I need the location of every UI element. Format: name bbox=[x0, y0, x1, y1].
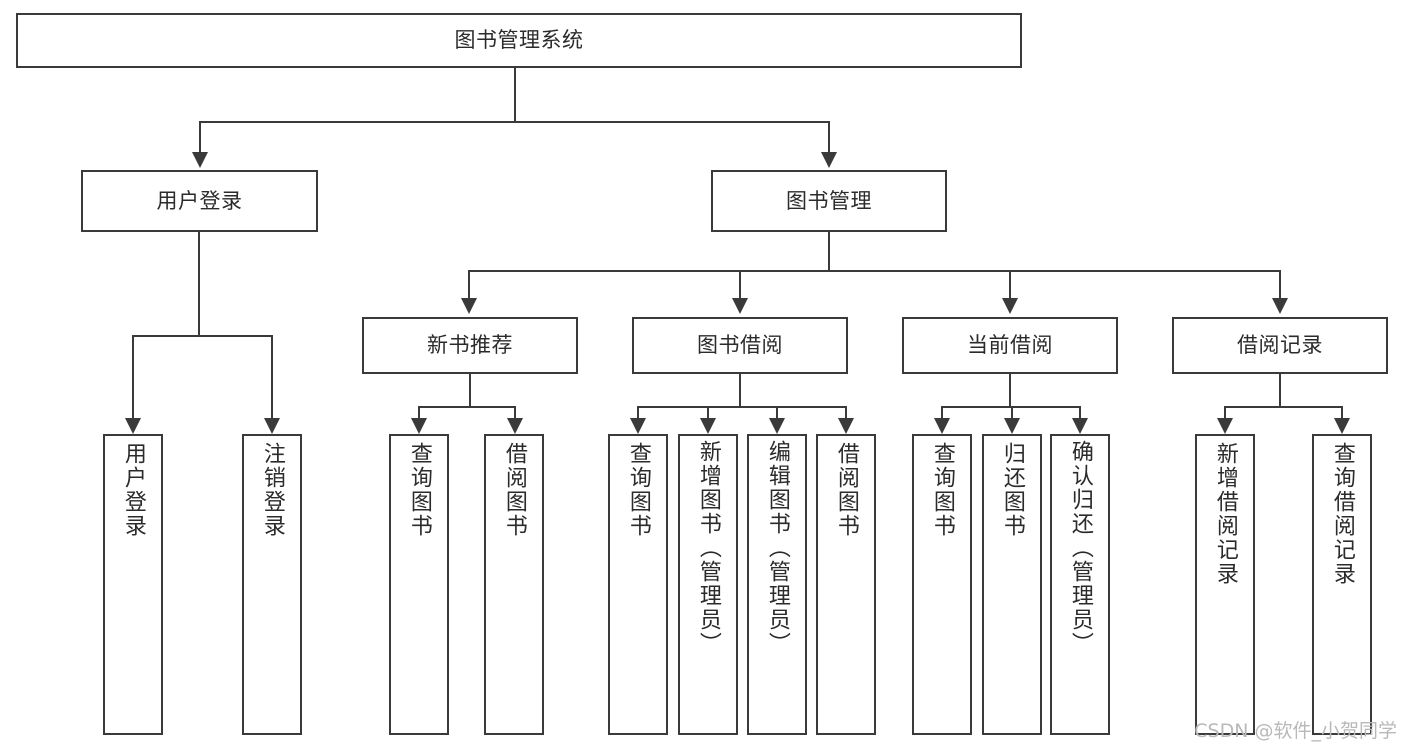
node-label: 新书推荐 bbox=[427, 333, 513, 358]
node-label: 注销登录 bbox=[259, 442, 285, 538]
arrow-bb-to-leaf-2 bbox=[700, 418, 716, 434]
connector-current-borrow-bus bbox=[941, 406, 1080, 408]
arrow-bm-to-book-borrow bbox=[732, 298, 748, 314]
leaf-borrow-record-add-record[interactable]: 新增借阅记录 bbox=[1195, 434, 1255, 735]
node-label: 编辑图书（管理员） bbox=[764, 440, 790, 656]
node-label: 确认归还（管理员） bbox=[1067, 440, 1093, 656]
connector-bm-to-borrow-record bbox=[1279, 270, 1281, 299]
connector-root-stem bbox=[514, 68, 516, 122]
connector-book-management-stem bbox=[828, 232, 830, 271]
node-root-book-management-system[interactable]: 图书管理系统 bbox=[16, 13, 1022, 68]
connector-root-to-user-login bbox=[199, 121, 201, 153]
node-label: 借阅记录 bbox=[1237, 333, 1323, 358]
connector-bb-to-leaf-3 bbox=[776, 406, 778, 419]
leaf-current-borrow-query-book[interactable]: 查询图书 bbox=[912, 434, 972, 735]
node-label: 新增图书（管理员） bbox=[695, 440, 721, 656]
node-label: 当前借阅 bbox=[967, 333, 1053, 358]
leaf-user-login-login[interactable]: 用户登录 bbox=[103, 434, 163, 735]
leaf-current-borrow-confirm-return-admin[interactable]: 确认归还（管理员） bbox=[1050, 434, 1110, 735]
leaf-borrow-record-query-record[interactable]: 查询借阅记录 bbox=[1312, 434, 1372, 735]
connector-nb-to-leaf-2 bbox=[514, 406, 516, 419]
node-label: 查询图书 bbox=[625, 442, 651, 538]
node-borrow-record[interactable]: 借阅记录 bbox=[1172, 317, 1388, 374]
leaf-new-book-borrow-book[interactable]: 借阅图书 bbox=[484, 434, 544, 735]
leaf-book-borrow-add-book-admin[interactable]: 新增图书（管理员） bbox=[678, 434, 738, 735]
connector-cb-to-leaf-3 bbox=[1079, 406, 1081, 419]
arrow-cb-to-leaf-3 bbox=[1072, 418, 1088, 434]
leaf-new-book-query-book[interactable]: 查询图书 bbox=[389, 434, 449, 735]
arrow-bm-to-borrow-record bbox=[1272, 298, 1288, 314]
arrow-br-to-leaf-2 bbox=[1334, 418, 1350, 434]
arrow-bm-to-current-borrow bbox=[1002, 298, 1018, 314]
connector-bb-to-leaf-2 bbox=[707, 406, 709, 419]
node-current-borrow[interactable]: 当前借阅 bbox=[902, 317, 1118, 374]
connector-bm-to-book-borrow bbox=[739, 270, 741, 299]
node-label: 归还图书 bbox=[999, 442, 1025, 538]
leaf-current-borrow-return-book[interactable]: 归还图书 bbox=[982, 434, 1042, 735]
connector-cb-to-leaf-2 bbox=[1011, 406, 1013, 419]
connector-cb-to-leaf-1 bbox=[941, 406, 943, 419]
connector-user-login-stem bbox=[198, 232, 200, 336]
arrow-root-to-book-management bbox=[821, 152, 837, 168]
node-label: 新增借阅记录 bbox=[1212, 442, 1238, 586]
connector-root-to-book-management bbox=[828, 121, 830, 153]
connector-br-to-leaf-2 bbox=[1341, 406, 1343, 419]
node-new-book-recommend[interactable]: 新书推荐 bbox=[362, 317, 578, 374]
node-user-login[interactable]: 用户登录 bbox=[81, 170, 318, 232]
connector-bb-to-leaf-4 bbox=[845, 406, 847, 419]
connector-new-book-bus bbox=[418, 406, 516, 408]
node-label: 借阅图书 bbox=[501, 442, 527, 538]
leaf-book-borrow-edit-book-admin[interactable]: 编辑图书（管理员） bbox=[747, 434, 807, 735]
node-label: 用户登录 bbox=[156, 188, 243, 213]
connector-bm-to-current-borrow bbox=[1009, 270, 1011, 299]
arrow-nb-to-leaf-1 bbox=[411, 418, 427, 434]
node-label: 查询借阅记录 bbox=[1329, 442, 1355, 586]
connector-bm-to-new-book bbox=[468, 270, 470, 299]
node-label: 借阅图书 bbox=[833, 442, 859, 538]
connector-user-login-to-leaf-2 bbox=[271, 335, 273, 419]
arrow-bb-to-leaf-1 bbox=[630, 418, 646, 434]
connector-user-login-to-leaf-1 bbox=[132, 335, 134, 419]
arrow-cb-to-leaf-2 bbox=[1004, 418, 1020, 434]
node-label: 图书管理系统 bbox=[454, 28, 584, 53]
connector-nb-to-leaf-1 bbox=[418, 406, 420, 419]
connector-new-book-stem bbox=[469, 374, 471, 407]
node-label: 查询图书 bbox=[406, 442, 432, 538]
node-label: 图书借阅 bbox=[697, 333, 783, 358]
node-book-management[interactable]: 图书管理 bbox=[711, 170, 947, 232]
connector-root-bus bbox=[199, 121, 830, 123]
node-label: 用户登录 bbox=[120, 442, 146, 538]
connector-bb-to-leaf-1 bbox=[637, 406, 639, 419]
arrow-bb-to-leaf-3 bbox=[769, 418, 785, 434]
arrow-root-to-user-login bbox=[192, 152, 208, 168]
connector-current-borrow-stem bbox=[1009, 374, 1011, 407]
node-book-borrow[interactable]: 图书借阅 bbox=[632, 317, 848, 374]
arrow-nb-to-leaf-2 bbox=[507, 418, 523, 434]
node-label: 查询图书 bbox=[929, 442, 955, 538]
connector-book-borrow-stem bbox=[739, 374, 741, 407]
arrow-bb-to-leaf-4 bbox=[838, 418, 854, 434]
connector-book-management-bus bbox=[468, 270, 1280, 272]
leaf-book-borrow-query-book[interactable]: 查询图书 bbox=[608, 434, 668, 735]
connector-book-borrow-bus bbox=[637, 406, 846, 408]
arrow-cb-to-leaf-1 bbox=[934, 418, 950, 434]
connector-borrow-record-bus bbox=[1224, 406, 1343, 408]
connector-borrow-record-stem bbox=[1279, 374, 1281, 407]
connector-user-login-bus bbox=[133, 335, 272, 337]
arrow-br-to-leaf-1 bbox=[1217, 418, 1233, 434]
node-label: 图书管理 bbox=[786, 188, 872, 213]
arrow-bm-to-new-book bbox=[461, 298, 477, 314]
leaf-book-borrow-borrow-book[interactable]: 借阅图书 bbox=[816, 434, 876, 735]
arrow-user-login-to-leaf-1 bbox=[125, 418, 141, 434]
arrow-user-login-to-leaf-2 bbox=[264, 418, 280, 434]
connector-br-to-leaf-1 bbox=[1224, 406, 1226, 419]
leaf-user-login-logout[interactable]: 注销登录 bbox=[242, 434, 302, 735]
